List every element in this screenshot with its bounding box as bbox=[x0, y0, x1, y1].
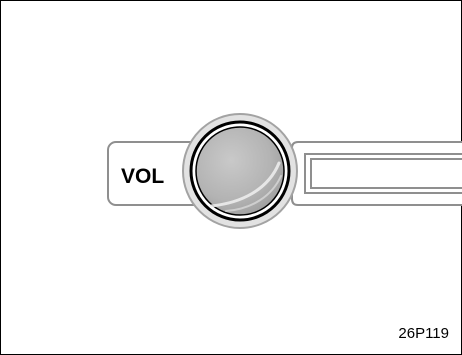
vol-label: VOL bbox=[121, 165, 164, 188]
figure-code: 26P119 bbox=[398, 325, 449, 342]
display-bar bbox=[291, 141, 462, 206]
volume-knob[interactable] bbox=[182, 113, 298, 229]
